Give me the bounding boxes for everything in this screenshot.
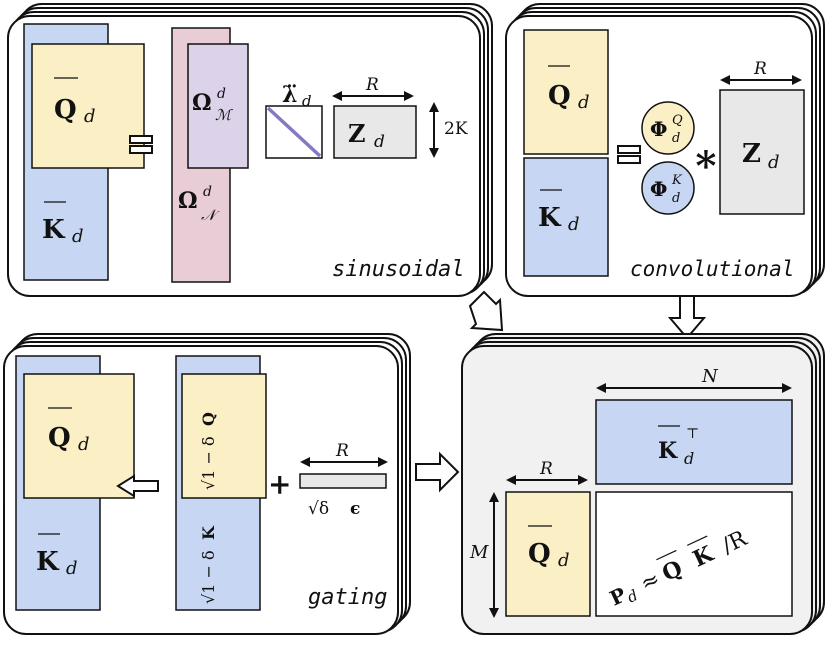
result-q-label: Q	[528, 539, 551, 569]
gate-sqrt-q-tail: Q	[199, 412, 218, 426]
arrow-gating-to-result	[415, 451, 460, 493]
caption-convolutional: convolutional	[630, 257, 794, 281]
panel-gating: Q d K d √1 − δ Q √1 − δ K + R √δ ϵ gatin…	[3, 333, 411, 635]
conv-z-matrix	[719, 89, 805, 215]
q-sub: d	[84, 106, 96, 127]
gate-eps-label: √δ	[308, 499, 329, 519]
gate-sqrt-k-label: √1 − δ	[199, 550, 218, 604]
z-sub: d	[374, 132, 385, 152]
gate-eps-tail: ϵ	[350, 499, 360, 519]
conv-z-sub: d	[768, 152, 780, 173]
omega-m-label: Ω	[192, 90, 212, 116]
result-kt-sup: ⊤	[686, 426, 699, 442]
result-r-label: R	[539, 459, 553, 479]
omega-n-sup: d	[203, 184, 212, 200]
phi-q-label: Φ	[650, 117, 667, 141]
result-q-sub: d	[558, 550, 570, 571]
phi-q-sub: d	[672, 131, 680, 146]
k-sub: d	[72, 226, 84, 247]
gate-q-sub: d	[78, 434, 90, 455]
equals-sign	[129, 135, 153, 154]
z-matrix	[333, 105, 417, 159]
gate-k-sub: d	[66, 558, 78, 579]
conv-q-label: Q	[548, 81, 571, 111]
conv-star: ∗	[692, 135, 720, 182]
result-kt-matrix	[595, 399, 793, 485]
omega-m-matrix	[187, 43, 249, 169]
gate-sqrt-q-label: √1 − δ	[199, 436, 218, 490]
r-label: R	[365, 75, 379, 95]
gate-left-arrow	[116, 474, 159, 498]
gate-sqrt-q-matrix	[181, 373, 267, 499]
omega-n-label: Ω	[178, 188, 198, 214]
conv-z-label: Z	[742, 139, 761, 169]
gate-sqrt-k-tail: K	[199, 525, 218, 540]
gate-eps-bar	[299, 473, 387, 489]
conv-k-matrix	[523, 157, 609, 277]
phi-k-circle	[641, 161, 695, 215]
gate-k-label: K	[36, 547, 60, 577]
q-matrix	[31, 43, 145, 169]
phi-k-sup: K	[671, 173, 683, 188]
conv-k-label: K	[538, 203, 562, 233]
gate-q-matrix	[23, 373, 135, 499]
conv-equals-sign	[617, 145, 641, 164]
conv-q-sub: d	[578, 92, 590, 113]
conv-q-matrix	[523, 29, 609, 155]
panel-convolutional: Q d K d Φ Q d Φ K d ∗ R Z d convolutiona…	[505, 3, 825, 297]
phi-k-sub: d	[672, 191, 680, 206]
result-kt-label: K	[658, 438, 678, 464]
result-p-matrix	[595, 491, 793, 617]
omega-m-sub: ℳ	[215, 106, 233, 124]
phi-q-sup: Q	[672, 113, 683, 128]
k-label: K	[42, 215, 66, 245]
gate-q-label: Q	[48, 423, 71, 453]
omega-m-sup: d	[217, 86, 226, 102]
result-kt-sub: d	[684, 449, 694, 468]
panel-sinusoidal: Q d K d Ω d ℳ Ω d 𝒩 λ̈ d R Z d 2K sinuso…	[7, 3, 493, 297]
lambda-sub: d	[302, 92, 312, 110]
lambda-label: λ̈	[282, 82, 297, 108]
phi-q-circle	[641, 101, 695, 155]
conv-r-label: R	[753, 59, 767, 79]
gate-plus: +	[268, 468, 291, 501]
z-label: Z	[348, 119, 366, 148]
caption-sinusoidal: sinusoidal	[332, 257, 464, 282]
gate-r-label: R	[335, 441, 349, 461]
arrow-convolutional-to-result	[667, 295, 707, 340]
conv-k-sub: d	[568, 214, 580, 235]
phi-k-label: Φ	[650, 177, 667, 201]
result-m-label: M	[469, 542, 489, 563]
omega-n-sub: 𝒩	[201, 206, 220, 224]
result-n-label: N	[701, 366, 719, 387]
twok-label: 2K	[444, 119, 468, 139]
q-label: Q	[54, 95, 77, 125]
arrow-sinusoidal-to-result	[468, 290, 504, 332]
panel-result: N K ⊤ d R M Q d P d ≈ Q K /R	[461, 333, 825, 635]
result-q-matrix	[505, 491, 591, 617]
caption-gating: gating	[308, 585, 387, 610]
